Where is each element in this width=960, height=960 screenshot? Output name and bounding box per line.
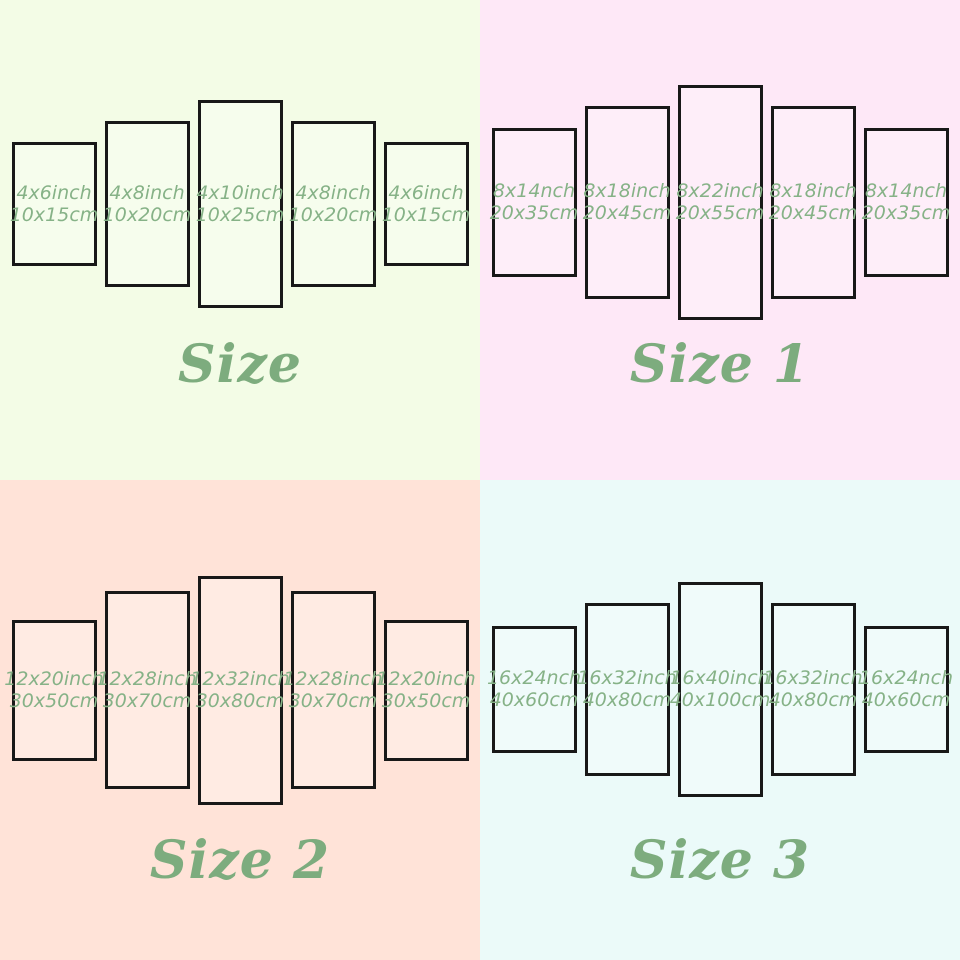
panel-size-inch: 8x14nch — [864, 179, 948, 202]
quadrant-title: Size 1 — [629, 334, 811, 395]
panel-size-text: 16x24nch 40x60cm — [859, 667, 953, 712]
panel-size-inch: 12x20inch — [4, 667, 104, 690]
canvas-panel: 16x24nch 40x60cm — [859, 625, 953, 753]
quadrant-size-3: 16x24nch 40x60cm 16x32inch 40x80cm 16x40… — [480, 480, 960, 960]
panel-size-cm: 20x55cm — [675, 202, 765, 224]
panel-size-text: 12x28inch 30x70cm — [283, 668, 382, 713]
panel-size-inch: 16x24nch — [486, 666, 582, 689]
quadrant-size-1: 8x14nch 20x35cm 8x18inch 20x45cm 8x22inc… — [480, 0, 960, 480]
canvas-panel: 8x18inch 20x45cm — [769, 105, 858, 299]
panel-size-cm: 20x35cm — [861, 202, 951, 224]
panel-size-cm: 10x15cm — [381, 204, 471, 226]
panel-size-text: 12x20inch 30x50cm — [376, 668, 475, 713]
canvas-panel: 8x14nch 20x35cm — [862, 127, 951, 277]
panel-size-inch: 8x22inch — [676, 179, 764, 202]
quadrant-title: Size — [178, 334, 302, 395]
canvas-panel: 12x28inch 30x70cm — [97, 591, 197, 789]
canvas-panel: 4x8inch 10x20cm — [103, 121, 192, 287]
panel-size-text: 16x40inch 40x100cm — [670, 667, 771, 712]
quadrant-title: Size 3 — [629, 830, 811, 891]
panel-size-cm: 20x35cm — [489, 202, 579, 224]
panel-size-cm: 30x70cm — [288, 690, 378, 712]
canvas-panel: 16x24nch 40x60cm — [487, 625, 581, 753]
panel-size-inch: 16x24nch — [858, 666, 954, 689]
panel-size-text: 8x22inch 20x55cm — [676, 180, 765, 225]
panel-size-text: 8x18inch 20x45cm — [583, 180, 672, 225]
panel-size-text: 16x32inch 40x80cm — [763, 667, 862, 712]
panel-size-inch: 8x14nch — [492, 179, 576, 202]
canvas-panel: 12x28inch 30x70cm — [283, 591, 383, 789]
panel-size-inch: 8x18inch — [583, 179, 671, 202]
panel-size-inch: 16x40inch — [670, 666, 770, 689]
panel-size-cm: 40x100cm — [669, 689, 771, 711]
panel-size-inch: 4x10inch — [196, 181, 284, 204]
panel-size-text: 16x24nch 40x60cm — [487, 667, 581, 712]
panel-size-cm: 40x80cm — [582, 689, 672, 711]
panel-size-inch: 12x20inch — [376, 667, 476, 690]
panel-size-inch: 16x32inch — [763, 666, 863, 689]
panel-size-inch: 8x18inch — [769, 179, 857, 202]
panel-size-text: 4x6inch 10x15cm — [382, 182, 471, 227]
panel-size-cm: 30x50cm — [381, 690, 471, 712]
panel-size-cm: 40x60cm — [861, 689, 951, 711]
panel-size-cm: 10x20cm — [288, 204, 378, 226]
panel-size-inch: 4x6inch — [16, 181, 92, 204]
panel-size-inch: 12x32inch — [190, 667, 290, 690]
canvas-panel: 16x32inch 40x80cm — [577, 602, 677, 776]
panel-row: 16x24nch 40x60cm 16x32inch 40x80cm 16x40… — [480, 480, 960, 898]
panel-size-cm: 40x80cm — [768, 689, 858, 711]
canvas-panel: 16x32inch 40x80cm — [763, 602, 863, 776]
panel-size-text: 4x10inch 10x25cm — [196, 182, 285, 227]
panel-size-cm: 40x60cm — [489, 689, 579, 711]
panel-size-inch: 16x32inch — [577, 666, 677, 689]
panel-size-inch: 4x8inch — [109, 181, 185, 204]
canvas-panel: 8x22inch 20x55cm — [676, 84, 765, 320]
panel-size-cm: 20x45cm — [768, 202, 858, 224]
panel-size-text: 8x14nch 20x35cm — [862, 180, 951, 225]
quadrant-size: 4x6inch 10x15cm 4x8inch 10x20cm 4x10inch… — [0, 0, 480, 480]
panel-row: 8x14nch 20x35cm 8x18inch 20x45cm 8x22inc… — [480, 0, 960, 404]
canvas-panel: 4x6inch 10x15cm — [10, 142, 99, 266]
panel-size-text: 8x14nch 20x35cm — [490, 180, 579, 225]
panel-size-cm: 10x25cm — [195, 204, 285, 226]
panel-size-text: 12x20inch 30x50cm — [4, 668, 103, 713]
canvas-panel: 12x20inch 30x50cm — [376, 619, 476, 761]
quadrant-size-2: 12x20inch 30x50cm 12x28inch 30x70cm 12x3… — [0, 480, 480, 960]
panel-size-inch: 12x28inch — [283, 667, 383, 690]
panel-size-cm: 10x15cm — [9, 204, 99, 226]
panel-size-cm: 30x70cm — [102, 690, 192, 712]
panel-row: 12x20inch 30x50cm 12x28inch 30x70cm 12x3… — [0, 480, 480, 900]
panel-size-text: 4x8inch 10x20cm — [289, 182, 378, 227]
panel-size-cm: 10x20cm — [102, 204, 192, 226]
canvas-panel: 12x20inch 30x50cm — [4, 619, 104, 761]
panel-size-text: 16x32inch 40x80cm — [577, 667, 676, 712]
panel-size-cm: 30x80cm — [195, 690, 285, 712]
canvas-panel: 12x32inch 30x80cm — [190, 575, 290, 805]
panel-size-text: 4x8inch 10x20cm — [103, 182, 192, 227]
panel-size-inch: 4x6inch — [388, 181, 464, 204]
panel-size-cm: 30x50cm — [9, 690, 99, 712]
panel-size-text: 12x32inch 30x80cm — [190, 668, 289, 713]
quadrant-title: Size 2 — [149, 830, 331, 891]
canvas-panel: 4x8inch 10x20cm — [289, 121, 378, 287]
panel-size-text: 12x28inch 30x70cm — [97, 668, 196, 713]
canvas-panel: 8x18inch 20x45cm — [583, 105, 672, 299]
canvas-panel: 16x40inch 40x100cm — [670, 581, 770, 797]
panel-size-inch: 4x8inch — [295, 181, 371, 204]
canvas-panel: 4x6inch 10x15cm — [382, 142, 471, 266]
panel-row: 4x6inch 10x15cm 4x8inch 10x20cm 4x10inch… — [0, 0, 480, 408]
canvas-panel: 4x10inch 10x25cm — [196, 100, 285, 308]
panel-size-inch: 12x28inch — [97, 667, 197, 690]
panel-size-text: 4x6inch 10x15cm — [10, 182, 99, 227]
canvas-panel: 8x14nch 20x35cm — [490, 127, 579, 277]
panel-size-cm: 20x45cm — [582, 202, 672, 224]
panel-size-text: 8x18inch 20x45cm — [769, 180, 858, 225]
